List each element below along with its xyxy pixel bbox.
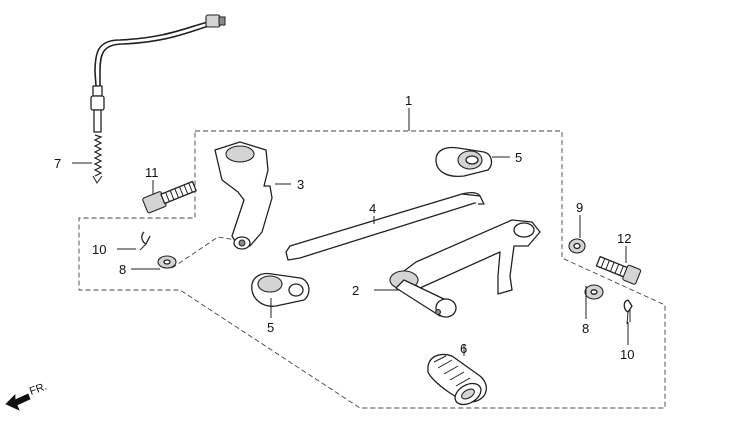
callout-1: 1 <box>405 93 412 108</box>
part-4-connecting-rod <box>285 192 485 261</box>
assembly-outline <box>78 130 666 409</box>
callout-10-left: 10 <box>92 242 106 257</box>
callout-3: 3 <box>297 177 304 192</box>
callout-7: 7 <box>54 156 61 171</box>
front-direction-indicator: FR. <box>5 380 49 411</box>
part-10-cotter-pin-right <box>623 299 633 325</box>
callout-8-right: 8 <box>582 321 589 336</box>
part-3-shift-arm <box>214 141 273 250</box>
arrow-left-icon <box>5 393 31 411</box>
callout-8-left: 8 <box>119 262 126 277</box>
part-9-washer <box>568 238 586 254</box>
link-dashed-3-8 <box>171 236 237 269</box>
part-2-shift-pedal <box>389 219 541 318</box>
front-label: FR. <box>28 380 49 397</box>
part-8-washer-right <box>584 284 604 300</box>
leader-lines <box>72 108 629 356</box>
callout-10-right: 10 <box>620 347 634 362</box>
part-5-boot-lower <box>251 272 310 307</box>
callout-9: 9 <box>576 200 583 215</box>
callout-6: 6 <box>460 341 467 356</box>
callout-4: 4 <box>369 201 376 216</box>
callout-12: 12 <box>617 231 631 246</box>
callout-5-upper: 5 <box>515 150 522 165</box>
callout-5-lower: 5 <box>267 320 274 335</box>
part-5-boot-upper <box>435 146 493 178</box>
part-12-bolt <box>595 255 642 285</box>
part-11-bolt <box>142 180 197 214</box>
callout-2: 2 <box>352 283 359 298</box>
callout-11: 11 <box>145 165 159 180</box>
part-6-pedal-rubber <box>427 353 487 406</box>
part-7-switch-cable <box>90 14 226 184</box>
part-8-washer-left <box>157 255 177 269</box>
part-10-cotter-pin-left <box>139 231 151 251</box>
